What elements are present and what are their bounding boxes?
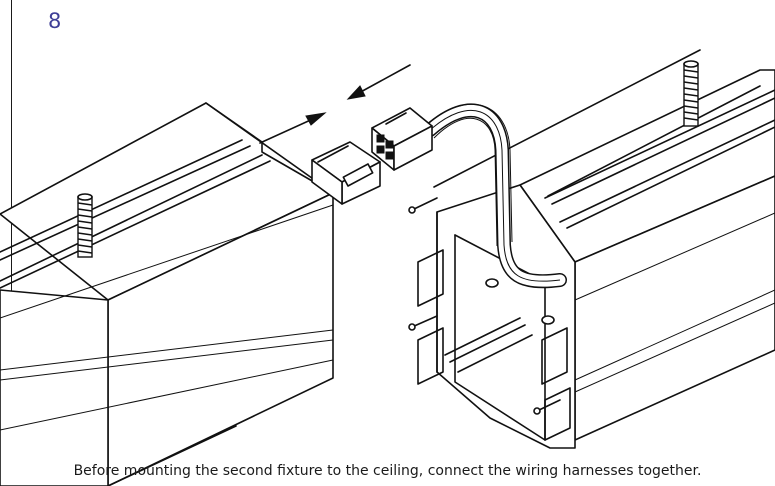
right-harness-connector xyxy=(371,107,433,171)
right-threaded-rod xyxy=(683,60,699,127)
left-threaded-rod xyxy=(77,193,93,258)
right-wiring-harness xyxy=(423,103,567,289)
left-harness-connector xyxy=(311,141,381,205)
direction-arrows xyxy=(259,64,411,144)
step-number: 8 xyxy=(48,9,62,33)
right-fixture xyxy=(371,49,775,449)
direction-arrow-icon xyxy=(346,64,411,100)
left-fixture xyxy=(0,102,381,486)
instruction-caption: Before mounting the second fixture to th… xyxy=(73,463,702,479)
direction-arrow-icon xyxy=(259,112,327,144)
page-margin-rule xyxy=(11,0,12,486)
